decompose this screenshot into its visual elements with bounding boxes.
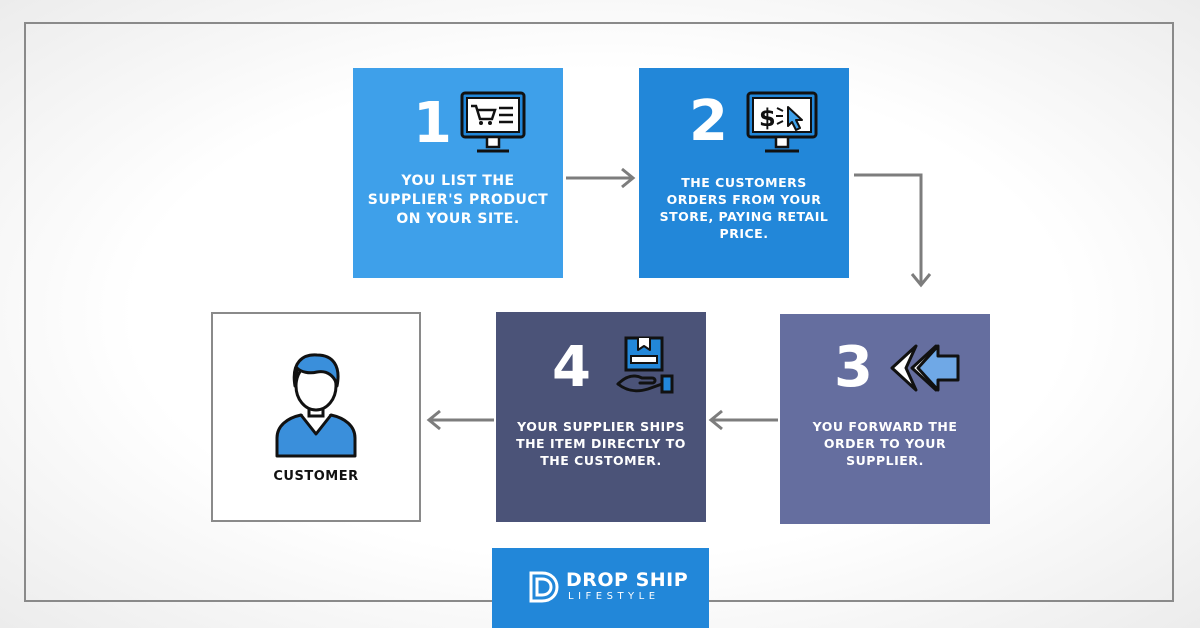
step-2-text: THE CUSTOMERS ORDERS FROM YOUR STORE, PA… xyxy=(659,175,829,241)
arrow-step2-to-step3 xyxy=(854,173,932,288)
step-3-card: 3 YOU FORWARD THE ORDER TO YOUR SUPPLIER… xyxy=(780,314,990,524)
step-2-card: 2 $ THE CUSTOMERS ORDERS FROM YOUR STORE… xyxy=(639,68,849,278)
step-4-text: YOUR SUPPLIER SHIPS THE ITEM DIRECTLY TO… xyxy=(516,419,686,468)
d-logo-icon xyxy=(529,571,559,603)
step-1-text: YOU LIST THE SUPPLIER'S PRODUCT ON YOUR … xyxy=(367,173,549,227)
step-1-card: 1 YOU LIST THE SUPPLIER'S PRODUCT ON YOU… xyxy=(353,68,563,278)
double-arrow-left-icon xyxy=(890,344,960,392)
customer-card: CUSTOMER xyxy=(211,312,421,522)
step-4-card: 4 YOUR SUPPLIER SHIPS THE ITEM DIRECTLY … xyxy=(496,312,706,522)
hand-box-icon xyxy=(616,336,674,394)
svg-text:$: $ xyxy=(759,104,776,132)
logo-sub-text: LIFESTYLE xyxy=(568,591,660,602)
step-2-number: 2 xyxy=(689,89,728,154)
monitor-cart-icon xyxy=(460,91,526,153)
arrow-step4-to-customer xyxy=(426,409,494,431)
logo-brand-text: DROP SHIP xyxy=(566,569,689,591)
dropship-lifestyle-logo: DROP SHIP LIFESTYLE xyxy=(492,548,709,628)
arrow-step3-to-step4 xyxy=(708,409,778,431)
step-1-number: 1 xyxy=(413,91,452,156)
step-4-number: 4 xyxy=(552,335,591,400)
monitor-dollar-cursor-icon: $ xyxy=(746,91,818,153)
step-3-text: YOU FORWARD THE ORDER TO YOUR SUPPLIER. xyxy=(812,419,958,468)
customer-label: CUSTOMER xyxy=(273,469,359,484)
person-avatar-icon xyxy=(275,353,357,458)
arrow-step1-to-step2 xyxy=(566,167,636,189)
step-3-number: 3 xyxy=(834,335,873,400)
